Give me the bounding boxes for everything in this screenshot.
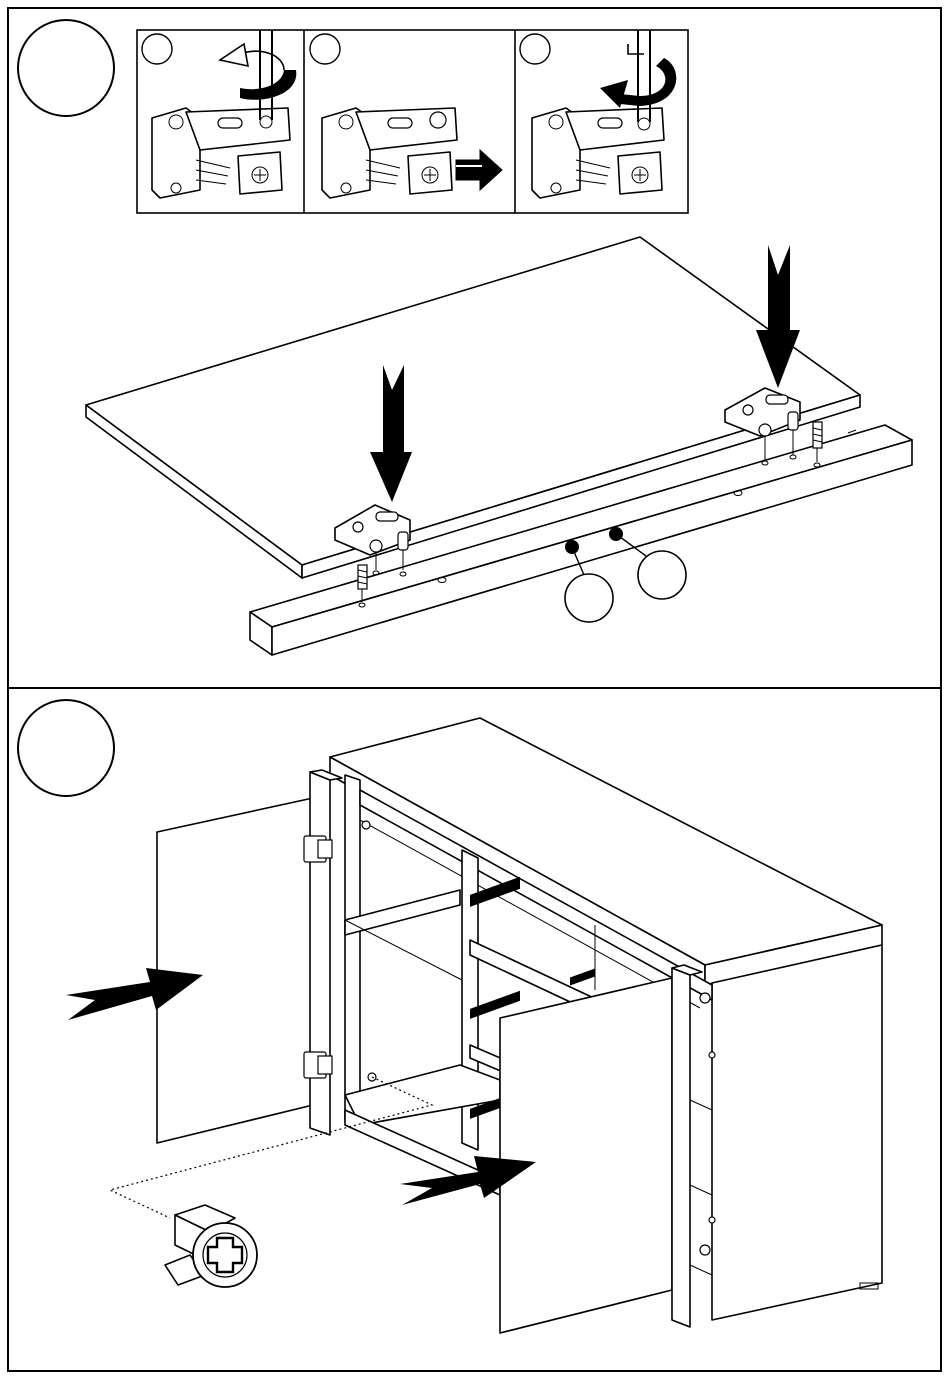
step-circle-top — [18, 20, 114, 116]
step-panel-bottom — [18, 700, 882, 1333]
substep-circle-3 — [520, 34, 550, 64]
door-left — [157, 770, 342, 1143]
callout-circle-a — [565, 574, 613, 622]
step-panel-top — [18, 20, 912, 655]
substep-circle-1 — [142, 34, 172, 64]
door-right — [500, 965, 702, 1333]
substep-circle-2 — [310, 34, 340, 64]
cam-lock-icon — [165, 1205, 257, 1287]
hinge-adjust-substeps — [137, 30, 688, 213]
callout-circle-b — [638, 551, 686, 599]
step-circle-bottom — [18, 700, 114, 796]
